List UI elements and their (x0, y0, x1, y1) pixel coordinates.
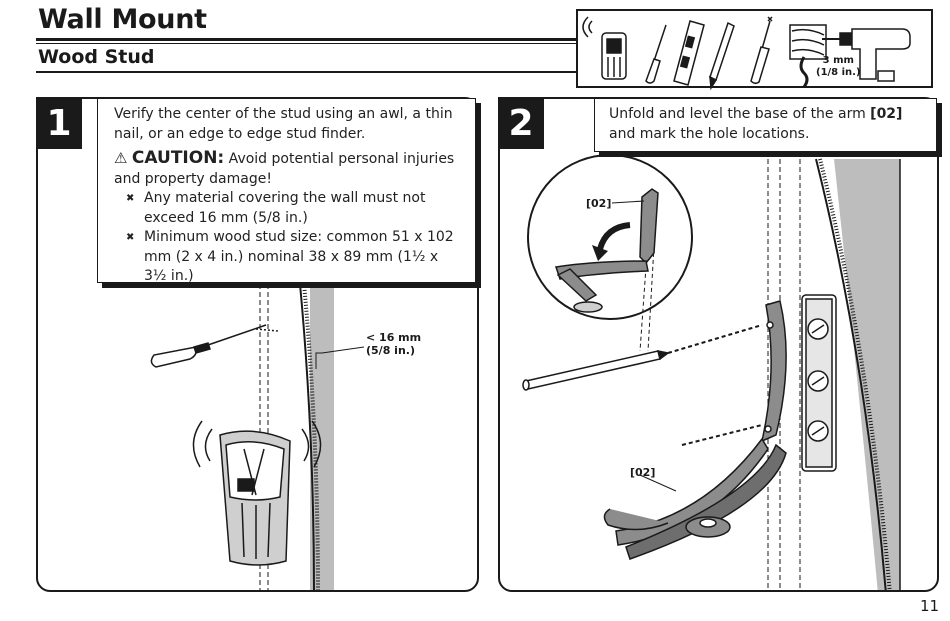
stud-finder-illustration (192, 420, 322, 566)
drywall-hatch (818, 158, 892, 590)
pencil-icon (709, 21, 735, 91)
step-2-number: 2 (498, 97, 544, 149)
caution-block: ⚠ CAUTION: Avoid potential personal inju… (114, 148, 465, 189)
title-rule (36, 38, 582, 41)
requirements-list: Any material covering the wall must not … (114, 189, 465, 287)
unfold-detail-circle (527, 154, 693, 352)
pencil-illustration (522, 324, 763, 446)
level-icon (673, 20, 705, 86)
drill-bit-size: 3 mm (1/8 in.) (816, 55, 861, 79)
mount-arm-illustration (603, 300, 787, 560)
step-1-number: 1 (36, 97, 82, 149)
list-item: Minimum wood stud size: common 51 x 102 … (126, 228, 465, 287)
warning-icon: ⚠ (114, 149, 128, 167)
awl-illustration (150, 324, 279, 368)
drill-size-metric: 3 mm (822, 55, 854, 66)
tools-required-box: 3 mm (1/8 in.) (576, 9, 933, 91)
drywall-edge (299, 283, 315, 590)
thickness-metric: < 16 mm (366, 331, 422, 344)
step-2-illustration (522, 154, 901, 590)
step-1-intro: Verify the center of the stud using an a… (114, 106, 453, 142)
thickness-label: < 16 mm (5/8 in.) (366, 331, 421, 357)
step-2-panel: [02] [02] (498, 97, 939, 592)
drywall-edge (815, 158, 887, 590)
power-drill-icon (822, 28, 911, 82)
step-2-instructions: Unfold and level the base of the arm [02… (594, 98, 937, 152)
level-illustration (801, 294, 837, 472)
caution-text: Avoid potential personal injuries and pr… (114, 151, 455, 187)
step-1-illustration (150, 283, 365, 590)
drill-size-imperial: (1/8 in.) (816, 67, 861, 78)
wood-drill-bit-icon (789, 24, 827, 88)
step-2-text-end: and mark the hole locations. (609, 125, 810, 142)
caution-label: CAUTION: (131, 148, 225, 168)
list-item: Any material covering the wall must not … (126, 189, 465, 228)
arm-part-label: [02] (630, 466, 656, 479)
step-2-text-start: Unfold and level the base of the arm (609, 106, 871, 122)
phillips-screwdriver-icon (750, 16, 773, 85)
detail-part-label: [02] (586, 197, 612, 210)
subtitle-rule (36, 71, 582, 73)
section-subtitle: Wood Stud (38, 46, 155, 68)
part-reference: [02] (870, 106, 903, 122)
title-rule-thin (36, 43, 582, 44)
stud-finder-icon (582, 16, 627, 80)
thickness-callout-line (315, 346, 365, 369)
awl-icon (645, 24, 667, 84)
drywall-hatch (302, 283, 320, 590)
wall-section (834, 159, 900, 590)
page-title: Wall Mount (38, 4, 207, 35)
page-number: 11 (920, 597, 940, 615)
step-1-instructions: Verify the center of the stud using an a… (97, 98, 476, 284)
tools-illustrations (582, 16, 911, 91)
thickness-imperial: (5/8 in.) (366, 344, 415, 357)
